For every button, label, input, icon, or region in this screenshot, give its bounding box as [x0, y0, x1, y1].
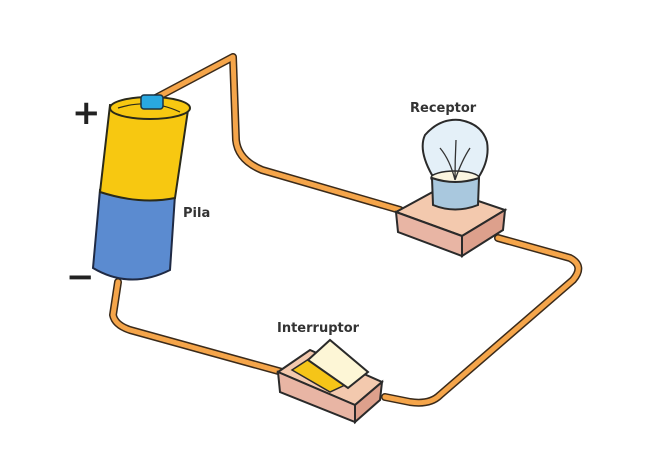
switch-label: Interruptor — [277, 321, 360, 336]
wire-positive-to-bulb — [148, 53, 404, 214]
wire-bulb-to-switch — [381, 234, 583, 407]
negative-sign: − — [66, 257, 95, 297]
battery-top-half — [98, 103, 190, 202]
battery-bottom-half — [91, 188, 177, 281]
wire-negative-to-switch — [109, 278, 286, 376]
battery-label: Pila — [183, 206, 210, 221]
bulb-holder — [393, 186, 508, 258]
switch-icon — [275, 338, 384, 425]
bulb-label: Receptor — [410, 101, 477, 116]
battery — [91, 94, 191, 281]
light-bulb-icon — [421, 118, 489, 211]
battery-terminal — [140, 94, 164, 110]
positive-sign: + — [72, 93, 101, 133]
